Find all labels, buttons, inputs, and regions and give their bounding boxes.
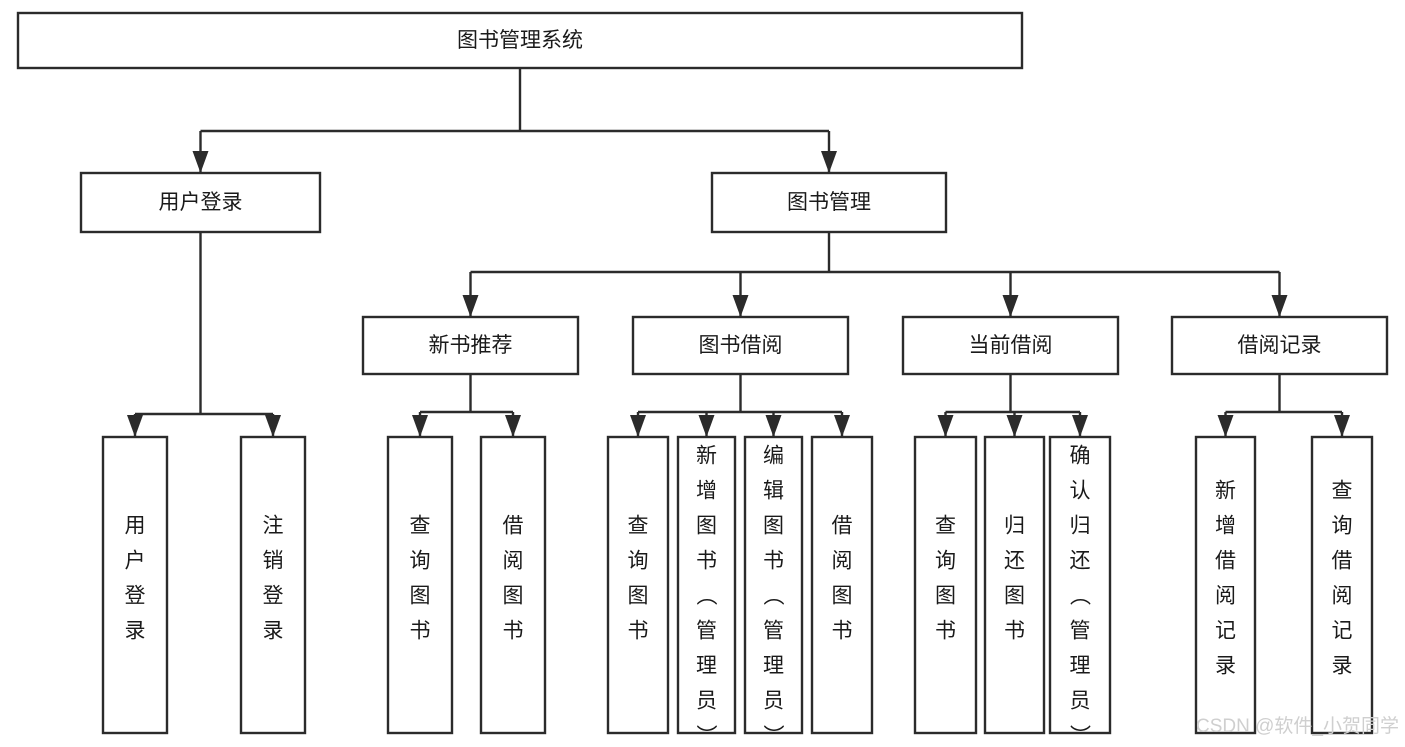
- node-box-new-book-rec: [361, 315, 580, 376]
- node-label-leaf-rec-query: 查询图书: [410, 515, 431, 643]
- node-user-login[interactable]: 用户登录: [79, 171, 322, 234]
- node-box-leaf-rec-query: [386, 435, 454, 735]
- node-leaf-borrow-query[interactable]: 查询图书: [606, 435, 670, 735]
- node-label-leaf-rec-add: 新增借阅记录: [1215, 480, 1236, 678]
- edge-group-book-manage: [462, 232, 1288, 317]
- node-box-leaf-borrow-query: [606, 435, 670, 735]
- arrowhead-e-root-userlogin: [192, 151, 209, 173]
- arrowhead-e-userlogin-leaflogin: [127, 415, 143, 437]
- node-box-root: [16, 11, 1024, 70]
- node-leaf-cur-query[interactable]: 查询图书: [913, 435, 978, 735]
- edge-group-new-book-rec: [412, 374, 521, 437]
- node-leaf-user-logout[interactable]: 注销登录: [239, 435, 307, 735]
- node-leaf-borrow-edit[interactable]: 编辑图书（管理员）: [743, 435, 804, 747]
- node-label-leaf-user-logout: 注销登录: [263, 515, 284, 643]
- node-box-book-borrow: [631, 315, 850, 376]
- node-label-leaf-rec-borrow: 借阅图书: [503, 515, 524, 643]
- edge-group-borrow-record: [1217, 374, 1350, 437]
- node-box-leaf-rec-query2: [1310, 435, 1374, 735]
- arrowhead-e-br-add: [1217, 415, 1234, 437]
- arrowhead-e-bb-lend: [834, 415, 850, 437]
- node-box-leaf-user-logout: [239, 435, 307, 735]
- node-leaf-borrow-lend[interactable]: 借阅图书: [810, 435, 874, 735]
- node-box-leaf-borrow-edit: [743, 435, 804, 735]
- arrowhead-e-bb-add: [698, 415, 715, 437]
- node-box-leaf-cur-confirm: [1048, 435, 1112, 735]
- arrowhead-e-root-bookmanage: [821, 151, 837, 173]
- node-leaf-cur-return[interactable]: 归还图书: [983, 435, 1046, 735]
- node-book-borrow[interactable]: 图书借阅: [631, 315, 850, 376]
- node-box-current-borrow: [901, 315, 1120, 376]
- edge-group-root: [192, 68, 837, 173]
- node-leaf-borrow-add[interactable]: 新增图书（管理员）: [676, 435, 737, 747]
- arrowhead-e-bb-query: [630, 415, 646, 437]
- node-borrow-record[interactable]: 借阅记录: [1170, 315, 1389, 376]
- edge-layer: [127, 68, 1350, 437]
- node-label-leaf-cur-confirm: 确认归还（管理员）: [1070, 445, 1092, 747]
- node-book-manage[interactable]: 图书管理: [710, 171, 948, 234]
- node-box-leaf-cur-return: [983, 435, 1046, 735]
- arrowhead-e-bookmanage-curborrow: [1002, 295, 1019, 317]
- node-label-leaf-user-login: 用户登录: [125, 515, 146, 643]
- arrowhead-e-cb-confirm: [1072, 415, 1088, 437]
- node-label-user-login: 用户登录: [159, 191, 243, 214]
- arrowhead-e-bookmanage-bookborrow: [732, 295, 749, 317]
- node-label-borrow-record: 借阅记录: [1238, 334, 1322, 357]
- node-box-borrow-record: [1170, 315, 1389, 376]
- node-label-book-borrow: 图书借阅: [699, 334, 783, 357]
- arrowhead-e-bookmanage-newbook: [462, 295, 479, 317]
- node-label-leaf-borrow-query: 查询图书: [628, 515, 649, 643]
- arrowhead-e-bb-edit: [765, 415, 782, 437]
- node-root[interactable]: 图书管理系统: [16, 11, 1024, 70]
- node-box-book-manage: [710, 171, 948, 234]
- arrowhead-e-newbook-borrow: [505, 415, 521, 437]
- node-box-leaf-borrow-lend: [810, 435, 874, 735]
- arrowhead-e-br-query: [1334, 415, 1350, 437]
- node-leaf-rec-query2[interactable]: 查询借阅记录: [1310, 435, 1374, 735]
- node-label-leaf-rec-query2: 查询借阅记录: [1332, 480, 1353, 678]
- node-box-leaf-cur-query: [913, 435, 978, 735]
- node-box-user-login: [79, 171, 322, 234]
- node-leaf-rec-borrow[interactable]: 借阅图书: [479, 435, 547, 735]
- node-box-leaf-user-login: [101, 435, 169, 735]
- node-label-leaf-cur-return: 归还图书: [1004, 515, 1025, 643]
- node-box-leaf-rec-borrow: [479, 435, 547, 735]
- arrowhead-e-bookmanage-borrowrec: [1271, 295, 1288, 317]
- node-label-leaf-borrow-lend: 借阅图书: [832, 515, 853, 643]
- edge-group-user-login: [127, 232, 281, 437]
- node-label-new-book-rec: 新书推荐: [429, 334, 513, 357]
- node-current-borrow[interactable]: 当前借阅: [901, 315, 1120, 376]
- arrowhead-e-newbook-query: [412, 415, 428, 437]
- node-leaf-cur-confirm[interactable]: 确认归还（管理员）: [1048, 435, 1112, 747]
- arrowhead-e-cb-return: [1006, 415, 1023, 437]
- node-leaf-user-login[interactable]: 用户登录: [101, 435, 169, 735]
- node-leaf-rec-add[interactable]: 新增借阅记录: [1194, 435, 1257, 735]
- node-leaf-rec-query[interactable]: 查询图书: [386, 435, 454, 735]
- edge-group-current-borrow: [937, 374, 1088, 437]
- node-layer: 图书管理系统用户登录图书管理新书推荐图书借阅当前借阅借阅记录用户登录注销登录查询…: [16, 11, 1389, 747]
- arrowhead-e-userlogin-leaflogout: [265, 415, 281, 437]
- node-label-leaf-borrow-edit: 编辑图书（管理员）: [763, 445, 785, 747]
- csdn-watermark: CSDN @软件_小贺同学: [1196, 715, 1399, 737]
- arrowhead-e-cb-query: [937, 415, 954, 437]
- node-label-book-manage: 图书管理: [787, 191, 871, 214]
- node-label-current-borrow: 当前借阅: [969, 334, 1053, 357]
- node-new-book-rec[interactable]: 新书推荐: [361, 315, 580, 376]
- edge-group-book-borrow: [630, 374, 850, 437]
- node-label-leaf-borrow-add: 新增图书（管理员）: [696, 445, 718, 747]
- node-label-leaf-cur-query: 查询图书: [935, 515, 956, 643]
- node-box-leaf-borrow-add: [676, 435, 737, 735]
- node-label-root: 图书管理系统: [457, 29, 583, 52]
- node-box-leaf-rec-add: [1194, 435, 1257, 735]
